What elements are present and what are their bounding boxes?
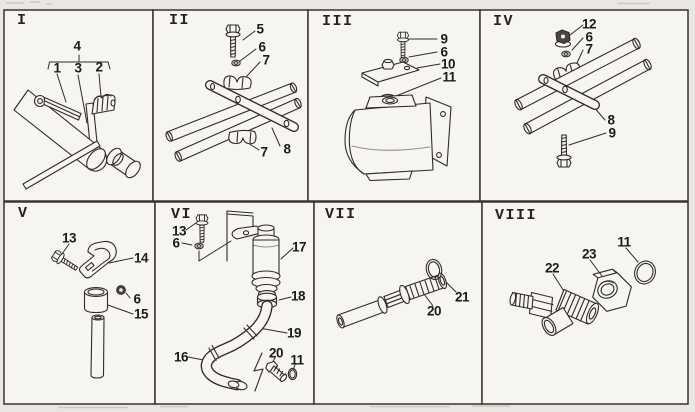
clamp: [78, 240, 117, 279]
panel-box-5: [3, 201, 156, 405]
o-ring: [425, 258, 443, 281]
callout-number: 10: [440, 56, 456, 72]
pipe: [514, 37, 641, 111]
leader-lines: [56, 73, 102, 124]
callout-number: 17: [291, 239, 307, 255]
cover-plate: [361, 58, 420, 87]
callout-number: 18: [290, 288, 306, 304]
hose: [90, 314, 105, 379]
callout-number: 11: [617, 234, 631, 250]
callout-number: 9: [608, 125, 616, 141]
hose: [200, 300, 273, 391]
callout-number: 20: [426, 303, 442, 319]
pump-body: [344, 94, 452, 182]
panel-4-art: [514, 24, 652, 168]
panel-8-art: [509, 247, 656, 336]
lock-washer: [561, 50, 571, 58]
callout-number: 6: [258, 39, 266, 55]
sleeve: [83, 287, 109, 314]
callout-number: 5: [256, 21, 264, 37]
callout-number: 7: [262, 52, 270, 68]
callout-number: 12: [581, 16, 597, 32]
panel-2-art: [165, 24, 302, 162]
callout-number: 14: [133, 250, 149, 266]
panel-6-art: [181, 210, 298, 392]
callout-number: 6: [172, 235, 180, 251]
callout-number: 4: [73, 38, 81, 54]
o-ring: [287, 367, 298, 381]
panel-label-2: II: [169, 12, 191, 29]
callout-number: 21: [454, 289, 470, 305]
elbow-fitting: [509, 288, 600, 336]
panel-3-art: [344, 31, 452, 182]
panel-label-7: VII: [325, 206, 357, 223]
callout-number: 11: [290, 352, 304, 368]
panel-1-art: [13, 54, 141, 190]
washer: [116, 285, 126, 295]
leader-lines: [568, 24, 607, 146]
fitting: [265, 360, 288, 382]
callout-number: 11: [442, 69, 456, 85]
callout-number: 13: [61, 230, 77, 246]
panel-label-3: III: [322, 13, 354, 30]
group-bracket: [47, 54, 111, 70]
callout-number: 9: [440, 31, 448, 47]
strap: [205, 80, 299, 132]
callout-number: 6: [133, 291, 141, 307]
callout-number: 6: [440, 44, 448, 60]
panel-label-4: IV: [493, 13, 515, 30]
callout-number: 7: [585, 41, 593, 57]
callout-number: 1: [53, 60, 61, 76]
panel-label-1: I: [17, 12, 28, 29]
hose-sleeve: [106, 147, 141, 179]
leader-lines: [395, 38, 442, 97]
callout-number: 6: [585, 29, 593, 45]
leader-lines: [239, 30, 281, 151]
hex-nut: [592, 268, 632, 312]
panel-box-4: [479, 9, 689, 202]
callout-number: 7: [260, 144, 268, 160]
panel-label-5: V: [18, 205, 29, 222]
reservoir: [251, 224, 281, 298]
assembly-line: [198, 240, 232, 262]
strap: [538, 74, 600, 110]
callout-number: 23: [581, 246, 597, 262]
callout-number: 19: [286, 325, 302, 341]
scan-noise: [6, 1, 650, 409]
break-line: [253, 352, 264, 392]
callout-number: 8: [283, 141, 291, 157]
callout-number: 3: [74, 60, 82, 76]
callout-number: 2: [95, 59, 103, 75]
callout-number: 15: [133, 306, 149, 322]
callout-number: 22: [544, 260, 560, 276]
callout-number: 8: [607, 112, 615, 128]
callout-number: 20: [268, 345, 284, 361]
callout-number: 16: [173, 349, 189, 365]
rod: [22, 140, 101, 190]
panel-7-art: [336, 258, 457, 329]
panel-grid: [3, 9, 689, 405]
panel-5-art: [50, 240, 134, 379]
panel-label-8: VIII: [495, 207, 538, 224]
callout-number: 13: [171, 223, 187, 239]
leader-lines: [61, 243, 134, 315]
lock-washer: [194, 242, 204, 250]
cotter-pin: [33, 94, 82, 121]
flange-nut: [554, 29, 572, 48]
lock-washer: [231, 59, 241, 67]
fitting: [336, 272, 448, 329]
o-ring: [634, 260, 656, 285]
panel-label-6: VI: [171, 206, 193, 223]
clamp: [91, 93, 116, 115]
